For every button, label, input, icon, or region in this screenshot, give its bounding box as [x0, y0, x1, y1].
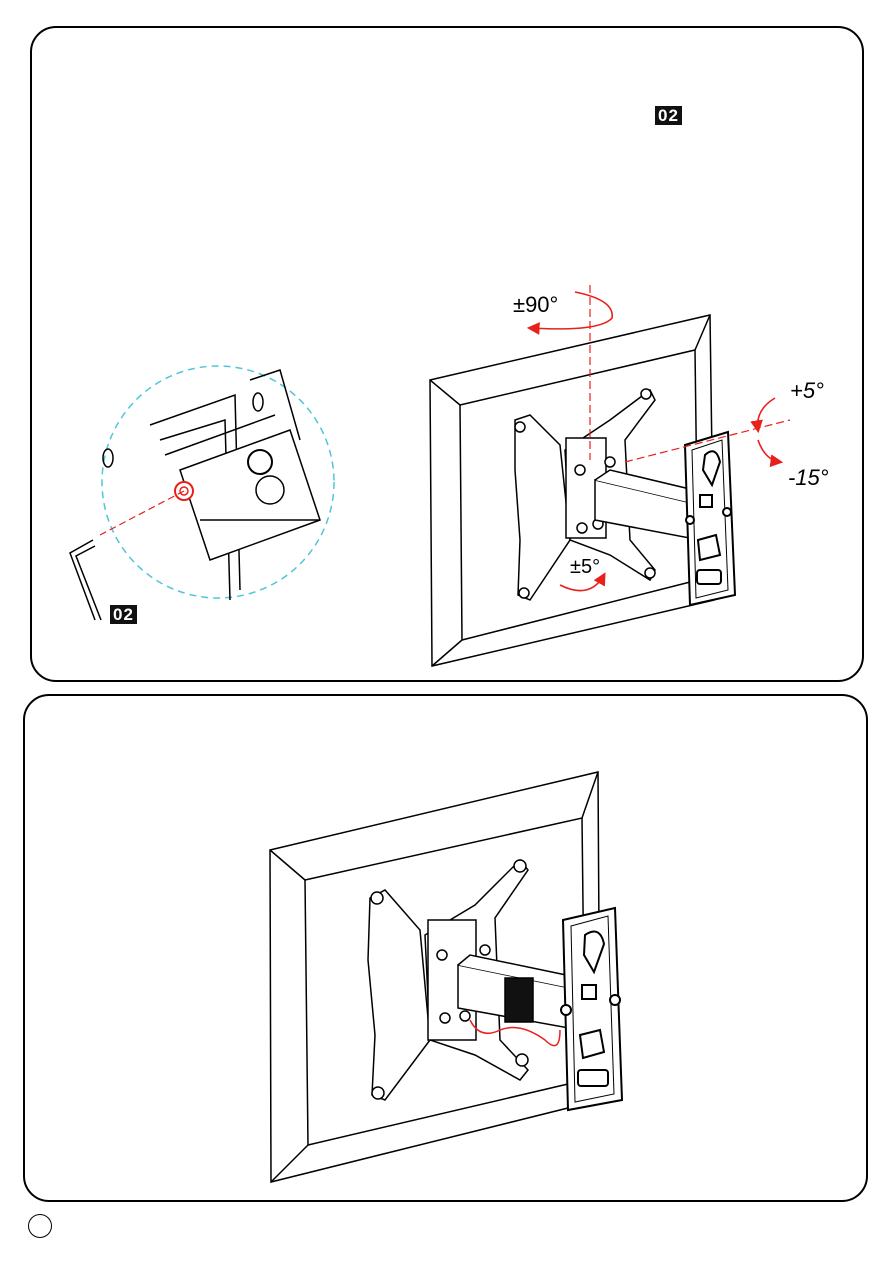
- swivel-angle-label: ±90°: [513, 292, 558, 318]
- wall-plate-top: [685, 432, 735, 605]
- wall-plate-bottom: [561, 908, 622, 1110]
- allen-key-icon: [70, 540, 101, 620]
- part-tag-tool: 02: [110, 605, 137, 624]
- rotate-angle-label: ±5°: [570, 556, 600, 579]
- page-number-circle: [28, 1214, 52, 1238]
- detail-callout: [100, 366, 334, 600]
- tilt-down-label: -15°: [788, 465, 829, 491]
- part-tag-header: 02: [655, 106, 682, 125]
- tilt-up-label: +5°: [790, 378, 824, 404]
